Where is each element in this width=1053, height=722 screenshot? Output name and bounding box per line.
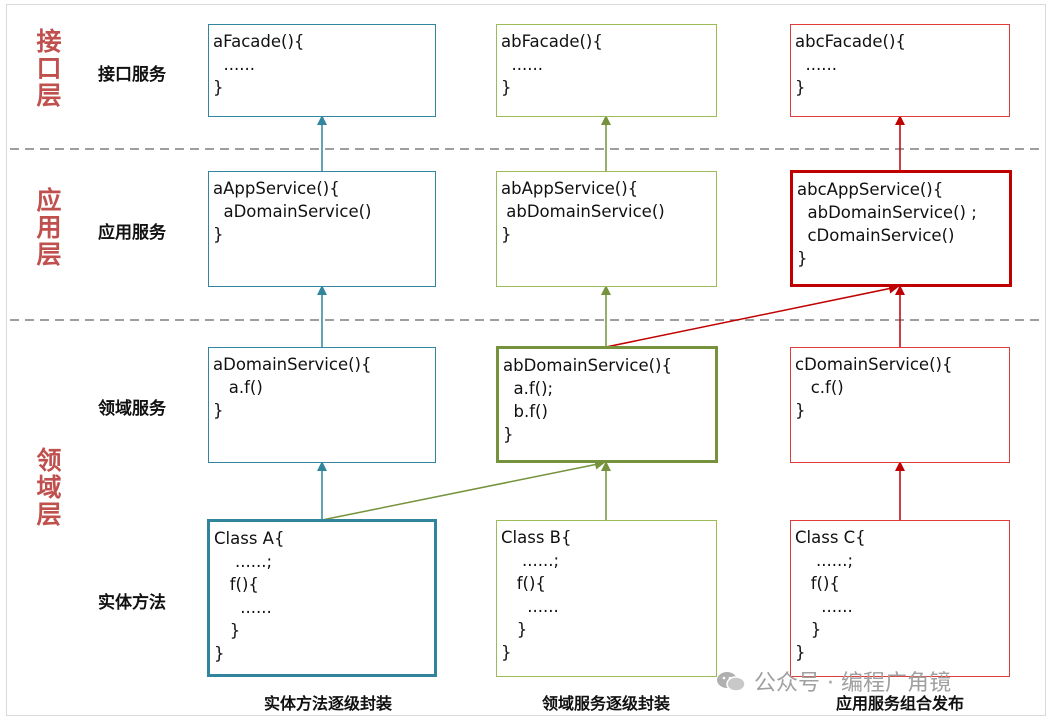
code-line: abDomainService() ; [797, 203, 977, 222]
code-line: } [501, 225, 512, 244]
layer-label-char: 层 [36, 81, 62, 110]
code-line: b.f() [503, 402, 548, 421]
code-line: Class A{ [214, 529, 285, 548]
code-line: } [503, 425, 514, 444]
row-label-entity-method: 实体方法 [98, 593, 166, 613]
code-line: } [501, 78, 512, 97]
code-line: ...... [501, 597, 559, 616]
code-line: ......; [214, 552, 273, 571]
code-line: } [795, 401, 806, 420]
box-a-app-service: aAppService(){ aDomainService()} [208, 171, 436, 287]
code-line: f(){ [501, 574, 546, 593]
code-line: abAppService(){ [501, 179, 639, 198]
code-line: f(){ [214, 575, 259, 594]
column-caption-app: 应用服务组合发布 [835, 694, 964, 713]
code-line: aDomainService(){ [213, 355, 372, 374]
code-line: ...... [501, 55, 543, 74]
box-a-facade: aFacade(){ ......} [208, 24, 436, 117]
code-line: abcFacade(){ [795, 32, 906, 51]
code-line: ...... [795, 597, 853, 616]
code-line: cDomainService() [797, 226, 955, 245]
code-line: ...... [795, 55, 837, 74]
code-line: } [795, 78, 806, 97]
row-label-app-service: 应用服务 [98, 223, 166, 243]
code-line: } [501, 643, 512, 662]
layer-label-interface: 接口层 [34, 28, 64, 109]
code-line: } [795, 643, 806, 662]
code-line: } [214, 621, 241, 640]
box-class-a: Class A{ ......; f(){ ...... }} [207, 519, 437, 677]
layer-label-domain: 领域层 [34, 447, 64, 528]
code-line: } [213, 225, 224, 244]
wechat-icon [716, 670, 746, 694]
box-abc-facade: abcFacade(){ ......} [790, 24, 1010, 117]
box-a-domain-service: aDomainService(){ a.f()} [208, 347, 436, 463]
layer-label-application: 应用层 [34, 187, 64, 268]
code-line: } [213, 401, 224, 420]
column-caption-domain: 领域服务逐级封装 [541, 694, 670, 713]
row-label-domain-service: 领域服务 [98, 399, 166, 419]
code-line: } [795, 620, 822, 639]
code-line: } [213, 78, 224, 97]
box-ab-facade: abFacade(){ ......} [496, 24, 717, 117]
code-line: } [797, 249, 808, 268]
layer-label-char: 域 [36, 473, 62, 502]
code-line: cDomainService(){ [795, 355, 953, 374]
arrow-class-a-to-ab-domain [321, 459, 605, 521]
arrow-ab-domain-to-abc-app [605, 283, 899, 348]
code-line: abDomainService(){ [503, 356, 672, 375]
code-line: Class B{ [501, 528, 572, 547]
code-line: aAppService(){ [213, 179, 340, 198]
code-line: c.f() [795, 378, 844, 397]
layer-label-char: 领 [36, 446, 62, 475]
code-line: a.f(); [503, 379, 554, 398]
code-line: abDomainService() [501, 202, 665, 221]
layer-label-char: 层 [36, 240, 62, 269]
code-line: ......; [501, 551, 560, 570]
code-line: ...... [214, 598, 272, 617]
diagram-frame [6, 4, 1046, 716]
code-line: aDomainService() [213, 202, 372, 221]
layer-label-char: 层 [36, 500, 62, 529]
box-ab-app-service: abAppService(){ abDomainService()} [496, 171, 717, 287]
code-line: a.f() [213, 378, 263, 397]
code-line: } [214, 644, 225, 663]
column-caption-entity: 实体方法逐级封装 [263, 694, 392, 713]
code-line: ...... [213, 55, 255, 74]
watermark: 公众号 · 编程广角镜 [716, 665, 951, 697]
layer-label-char: 接 [36, 27, 62, 56]
layer-label-char: 口 [36, 54, 62, 83]
watermark-text: 公众号 · 编程广角镜 [754, 671, 951, 696]
code-line: f(){ [795, 574, 840, 593]
code-line: ......; [795, 551, 854, 570]
code-line: Class C{ [795, 528, 866, 547]
layer-label-char: 应 [36, 186, 62, 215]
code-line: aFacade(){ [213, 32, 305, 51]
code-line: abFacade(){ [501, 32, 603, 51]
box-abc-app-service: abcAppService(){ abDomainService() ; cDo… [790, 170, 1012, 287]
code-line: abcAppService(){ [797, 180, 944, 199]
box-c-domain-service: cDomainService(){ c.f()} [790, 347, 1010, 463]
layer-label-char: 用 [36, 213, 62, 242]
box-ab-domain-service: abDomainService(){ a.f(); b.f()} [496, 346, 718, 463]
box-class-c: Class C{ ......; f(){ ...... }} [790, 520, 1010, 677]
code-line: } [501, 620, 528, 639]
box-class-b: Class B{ ......; f(){ ...... }} [496, 520, 717, 677]
row-label-interface-service: 接口服务 [98, 65, 166, 85]
